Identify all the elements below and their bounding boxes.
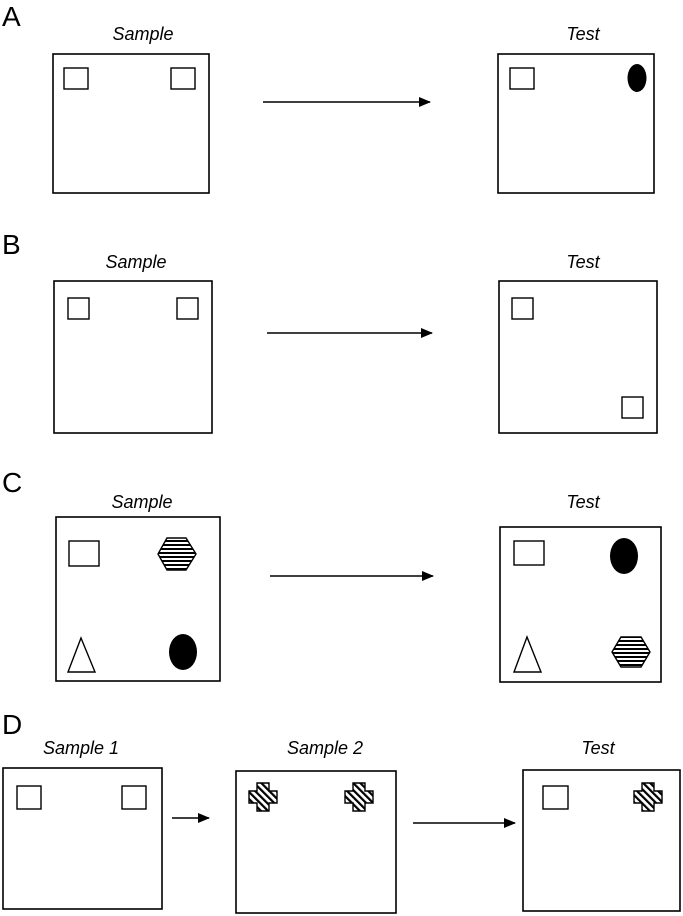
- square-stimulus: [63, 67, 89, 90]
- square-stimulus: [511, 297, 534, 320]
- square-stimulus: [170, 67, 196, 90]
- square-stimulus: [509, 67, 535, 90]
- striped-cross-stimulus: [344, 782, 374, 812]
- square-stimulus: [176, 297, 199, 320]
- square-stimulus: [16, 785, 42, 810]
- sample-caption: Sample: [112, 24, 173, 44]
- test-caption: Test: [581, 738, 615, 758]
- panel-a: A Sample Test: [2, 1, 655, 194]
- panel-b: B Sample Test: [2, 229, 658, 434]
- striped-hexagon-stimulus: [157, 537, 197, 571]
- panel-c: C Sample Test: [2, 467, 662, 683]
- striped-cross-stimulus: [633, 782, 663, 812]
- square-stimulus: [68, 540, 100, 567]
- panel-d: D Sample 1 Sample 2 Test: [2, 709, 681, 914]
- striped-hexagon-stimulus: [611, 636, 651, 668]
- test-caption: Test: [566, 24, 600, 44]
- test-caption: Test: [566, 252, 600, 272]
- square-stimulus: [542, 785, 569, 810]
- square-stimulus: [67, 297, 90, 320]
- triangle-stimulus: [66, 636, 97, 673]
- panel-letter-d: D: [2, 709, 22, 740]
- square-stimulus: [621, 396, 644, 419]
- striped-cross-stimulus: [248, 782, 278, 812]
- test-caption: Test: [566, 492, 600, 512]
- square-stimulus: [121, 785, 147, 810]
- sample-1-caption: Sample 1: [43, 738, 119, 758]
- triangle-stimulus: [512, 635, 543, 673]
- black-oval-stimulus: [627, 64, 647, 92]
- sample-caption: Sample: [111, 492, 172, 512]
- black-oval-stimulus: [610, 538, 638, 574]
- black-oval-stimulus: [169, 634, 197, 670]
- panel-letter-c: C: [2, 467, 22, 498]
- sample-caption: Sample: [105, 252, 166, 272]
- sample-2-caption: Sample 2: [287, 738, 363, 758]
- square-stimulus: [513, 540, 545, 566]
- panel-letter-b: B: [2, 229, 21, 260]
- panel-letter-a: A: [2, 1, 21, 32]
